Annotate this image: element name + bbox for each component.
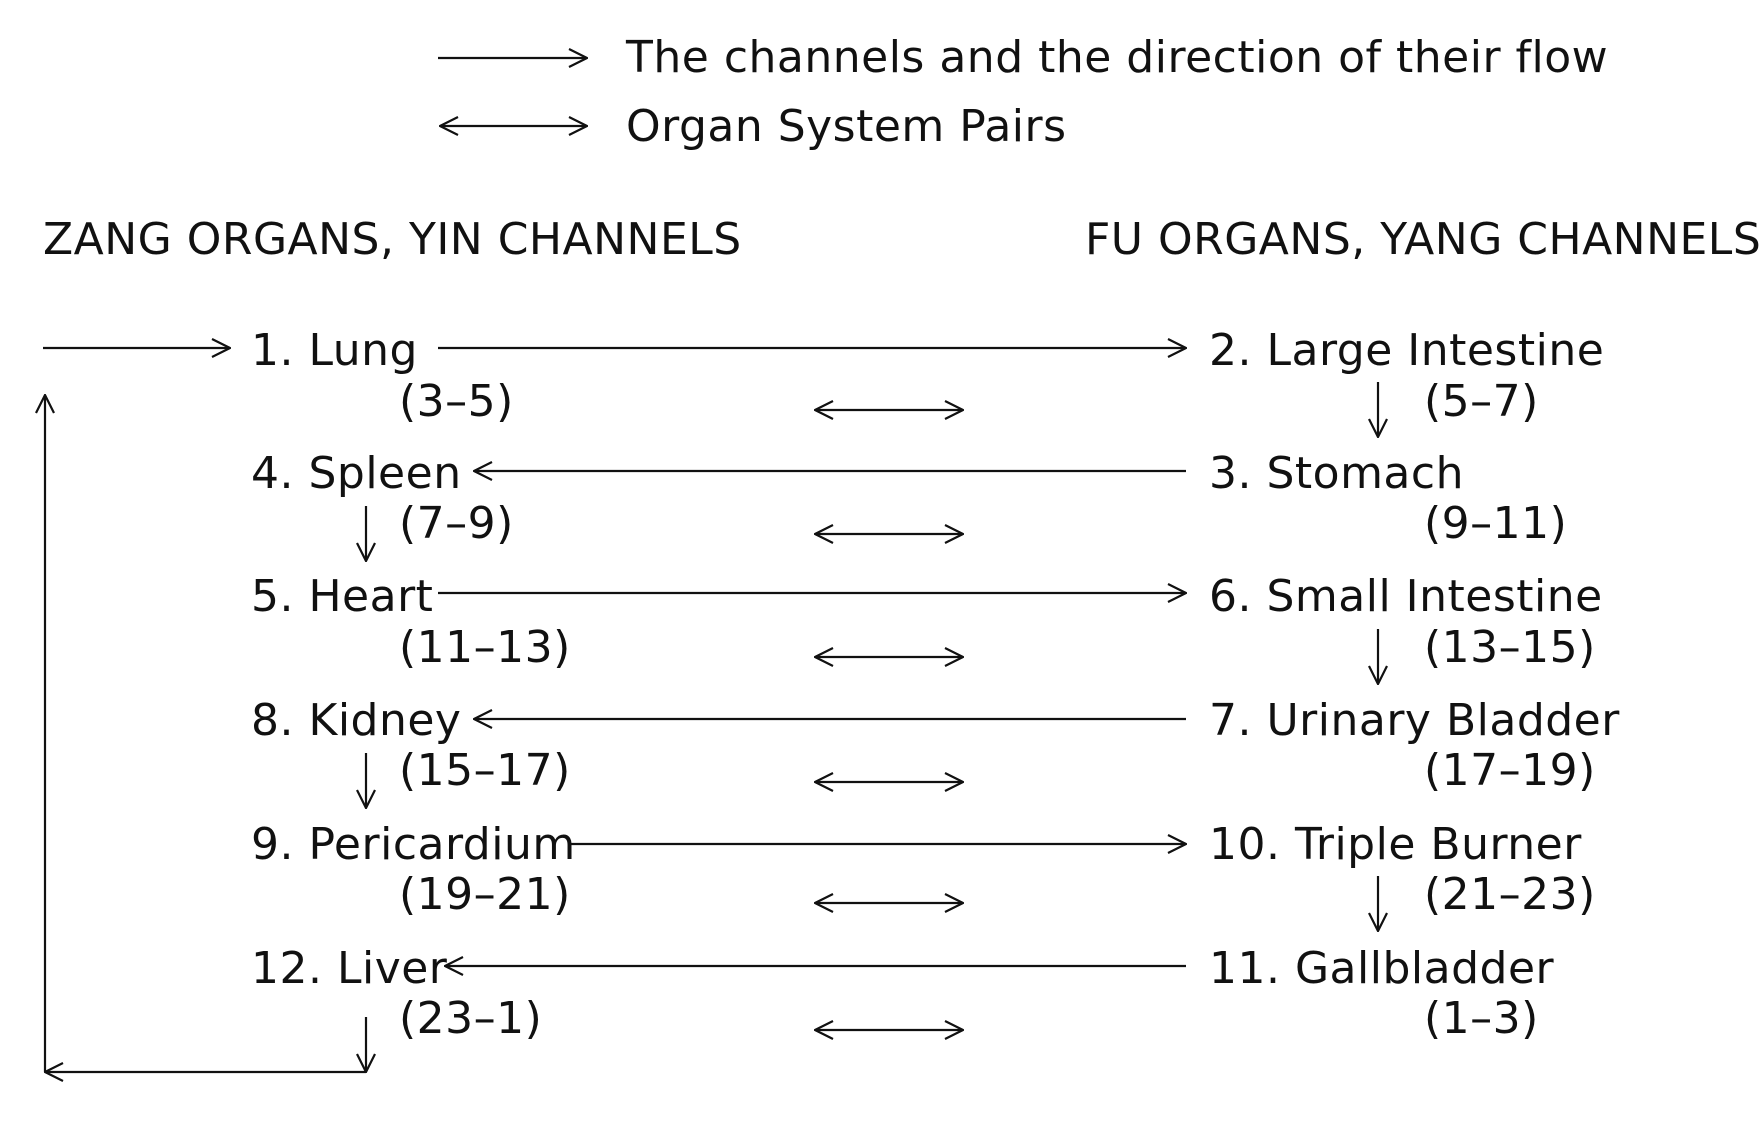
yang-header: FU ORGANS, YANG CHANNELS <box>1085 214 1762 265</box>
organ-name-kidney: 8. Kidney <box>251 695 462 746</box>
organ-hours-triple-burner: (21–23) <box>1424 869 1596 920</box>
organ-hours-liver: (23–1) <box>399 993 543 1044</box>
legend-flow-label: The channels and the direction of their … <box>626 32 1609 83</box>
organ-name-triple-burner: 10. Triple Burner <box>1209 819 1582 870</box>
organ-name-stomach: 3. Stomach <box>1209 448 1464 499</box>
yin-header: ZANG ORGANS, YIN CHANNELS <box>43 214 742 265</box>
organ-name-lung: 1. Lung <box>251 325 418 376</box>
organ-name-gallbladder: 11. Gallbladder <box>1209 943 1555 994</box>
organ-hours-kidney: (15–17) <box>399 745 571 796</box>
organ-hours-small-intestine: (13–15) <box>1424 622 1596 673</box>
organ-hours-large-intestine: (5–7) <box>1424 376 1539 427</box>
organ-name-urinary-bladder: 7. Urinary Bladder <box>1209 695 1620 746</box>
organ-hours-lung: (3–5) <box>399 376 514 427</box>
organ-name-large-intestine: 2. Large Intestine <box>1209 325 1605 376</box>
organ-name-pericardium: 9. Pericardium <box>251 819 576 870</box>
organ-name-spleen: 4. Spleen <box>251 448 462 499</box>
organ-hours-gallbladder: (1–3) <box>1424 993 1539 1044</box>
legend-pair-label: Organ System Pairs <box>626 101 1067 152</box>
organ-hours-stomach: (9–11) <box>1424 498 1568 549</box>
organ-name-small-intestine: 6. Small Intestine <box>1209 571 1603 622</box>
organ-hours-urinary-bladder: (17–19) <box>1424 745 1596 796</box>
organ-hours-heart: (11–13) <box>399 622 571 673</box>
organ-hours-pericardium: (19–21) <box>399 869 571 920</box>
organ-name-heart: 5. Heart <box>251 571 434 622</box>
organ-hours-spleen: (7–9) <box>399 498 514 549</box>
organ-name-liver: 12. Liver <box>251 943 448 994</box>
